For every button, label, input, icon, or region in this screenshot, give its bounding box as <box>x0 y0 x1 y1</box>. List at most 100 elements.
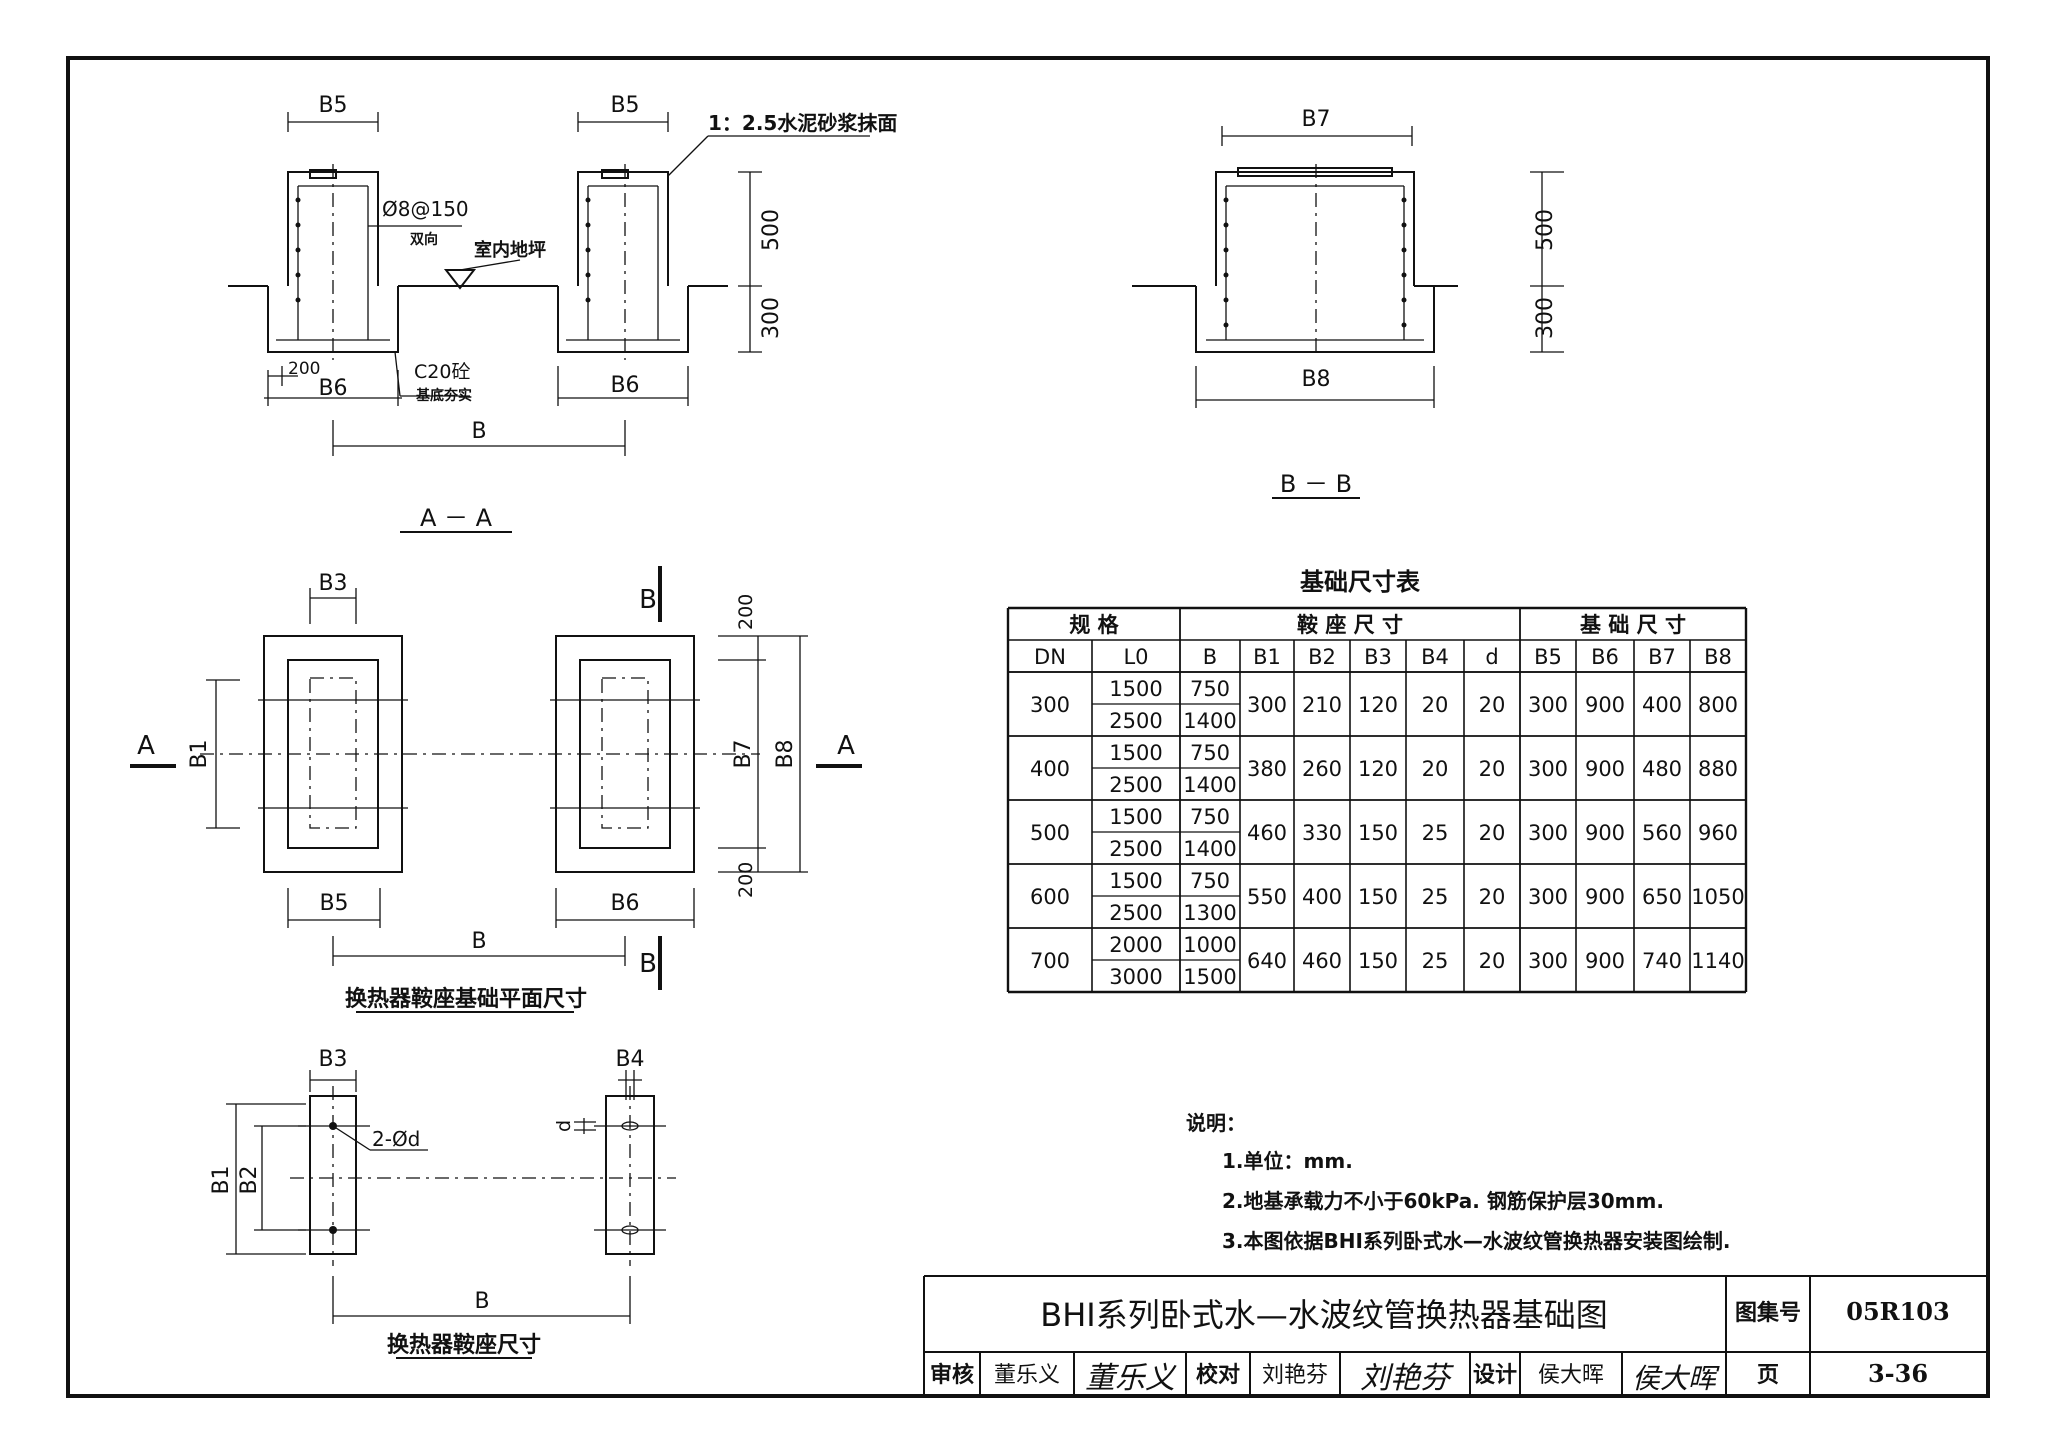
table-cell: 25 <box>1422 885 1449 909</box>
table-cell: 900 <box>1585 885 1625 909</box>
table-cell: 880 <box>1698 757 1738 781</box>
table-cell-l0: 1500 <box>1109 805 1162 829</box>
table-column-header: d <box>1485 645 1498 669</box>
table-column-header: B7 <box>1648 645 1676 669</box>
table-cell-b: 1000 <box>1183 933 1236 957</box>
table-column-header: DN <box>1034 645 1066 669</box>
table-cell-l0: 1500 <box>1109 869 1162 893</box>
table-cell: 300 <box>1528 885 1568 909</box>
checker-name: 刘艳芬 <box>1262 1363 1328 1388</box>
plan-b6: B6 <box>610 891 639 916</box>
table-cell: 560 <box>1642 821 1682 845</box>
table-cell: 20 <box>1479 885 1506 909</box>
plan-cut-a-right: A <box>837 731 855 761</box>
table-column-header: B4 <box>1421 645 1449 669</box>
aa-concrete-note: C20砼 <box>414 361 470 383</box>
atlas-label: 图集号 <box>1735 1300 1801 1326</box>
plan-b1: B1 <box>187 739 212 768</box>
table-cell-l0: 2000 <box>1109 933 1162 957</box>
table-cell: 120 <box>1358 757 1398 781</box>
table-group-header: 规 格 <box>1069 613 1119 637</box>
table-cell: 20 <box>1422 693 1449 717</box>
table-cell-l0: 2500 <box>1109 901 1162 925</box>
table-cell: 640 <box>1247 949 1287 973</box>
aa-b6-right: B6 <box>610 373 639 398</box>
table-cell-b: 1500 <box>1183 965 1236 989</box>
table-cell: 400 <box>1642 693 1682 717</box>
plan-view <box>130 566 862 1013</box>
table-cell: 1140 <box>1691 949 1744 973</box>
table-cell-b: 750 <box>1190 805 1230 829</box>
table-cell: 300 <box>1247 693 1287 717</box>
design-label: 设计 <box>1473 1363 1517 1388</box>
table-cell: 300 <box>1528 949 1568 973</box>
table-cell: 330 <box>1302 821 1342 845</box>
checker-signature: 刘艳芬 <box>1360 1361 1454 1396</box>
table-column-header: B <box>1203 645 1217 669</box>
aa-b5-left: B5 <box>318 93 347 118</box>
aa-mortar-note: 1：2.5水泥砂浆抹面 <box>708 111 897 135</box>
table-cell-dn: 400 <box>1030 757 1070 781</box>
table-cell: 25 <box>1422 821 1449 845</box>
table-cell: 20 <box>1479 757 1506 781</box>
table-cell-dn: 500 <box>1030 821 1070 845</box>
saddle-b: B <box>474 1289 489 1314</box>
drawing-title: BHI系列卧式水—水波纹管换热器基础图 <box>1040 1296 1607 1334</box>
bb-h300: 300 <box>1533 297 1558 339</box>
aa-title: A － A <box>420 504 493 532</box>
page-label: 页 <box>1757 1363 1779 1388</box>
table-cell: 150 <box>1358 821 1398 845</box>
table-cell-l0: 2500 <box>1109 837 1162 861</box>
table-cell: 480 <box>1642 757 1682 781</box>
aa-rebar-dir: 双向 <box>410 231 438 248</box>
aa-h500: 500 <box>759 209 784 251</box>
table-group-header: 鞍 座 尺 寸 <box>1297 613 1403 637</box>
table-cell: 20 <box>1422 757 1449 781</box>
plan-title: 换热器鞍座基础平面尺寸 <box>345 986 587 1012</box>
saddle-b3: B3 <box>318 1047 347 1072</box>
table-cell: 25 <box>1422 949 1449 973</box>
table-cell: 650 <box>1642 885 1682 909</box>
plan-cut-a-left: A <box>137 731 155 761</box>
table-cell-l0: 3000 <box>1109 965 1162 989</box>
table-cell-b: 750 <box>1190 741 1230 765</box>
plan-200-top: 200 <box>735 594 757 630</box>
page-number: 3-36 <box>1868 1359 1928 1388</box>
table-cell: 400 <box>1302 885 1342 909</box>
section-bb <box>1132 126 1564 499</box>
table-cell-l0: 2500 <box>1109 773 1162 797</box>
review-label: 审核 <box>930 1362 974 1388</box>
saddle-view <box>226 1070 676 1359</box>
table-cell: 960 <box>1698 821 1738 845</box>
table-column-header: L0 <box>1123 645 1148 669</box>
table-column-header: B2 <box>1308 645 1336 669</box>
table-cell: 20 <box>1479 693 1506 717</box>
saddle-b4: B4 <box>615 1047 644 1072</box>
table-cell: 20 <box>1479 949 1506 973</box>
table-group-header: 基 础 尺 寸 <box>1580 613 1686 637</box>
table-cell: 260 <box>1302 757 1342 781</box>
table-cell: 20 <box>1479 821 1506 845</box>
table-column-header: B1 <box>1253 645 1281 669</box>
check-label: 校对 <box>1196 1362 1240 1388</box>
saddle-b2: B2 <box>237 1165 262 1194</box>
saddle-d: d <box>553 1120 575 1132</box>
table-cell-b: 1400 <box>1183 709 1236 733</box>
table-cell-b: 1400 <box>1183 773 1236 797</box>
table-column-header: B5 <box>1534 645 1562 669</box>
table-cell: 900 <box>1585 757 1625 781</box>
note-1: 1.单位：mm. <box>1222 1149 1353 1173</box>
plan-b8: B8 <box>773 739 798 768</box>
sheet-border <box>66 56 1990 1398</box>
plan-b7: B7 <box>731 739 756 768</box>
table-cell: 460 <box>1247 821 1287 845</box>
table-cell-dn: 700 <box>1030 949 1070 973</box>
plan-b: B <box>471 929 486 954</box>
aa-h300: 300 <box>759 297 784 339</box>
aa-base-note: 基底夯实 <box>416 387 472 404</box>
table-cell: 120 <box>1358 693 1398 717</box>
reviewer-signature: 董乐义 <box>1085 1361 1177 1396</box>
table-cell: 800 <box>1698 693 1738 717</box>
note-3: 3.本图依据BHI系列卧式水—水波纹管换热器安装图绘制. <box>1222 1229 1731 1253</box>
